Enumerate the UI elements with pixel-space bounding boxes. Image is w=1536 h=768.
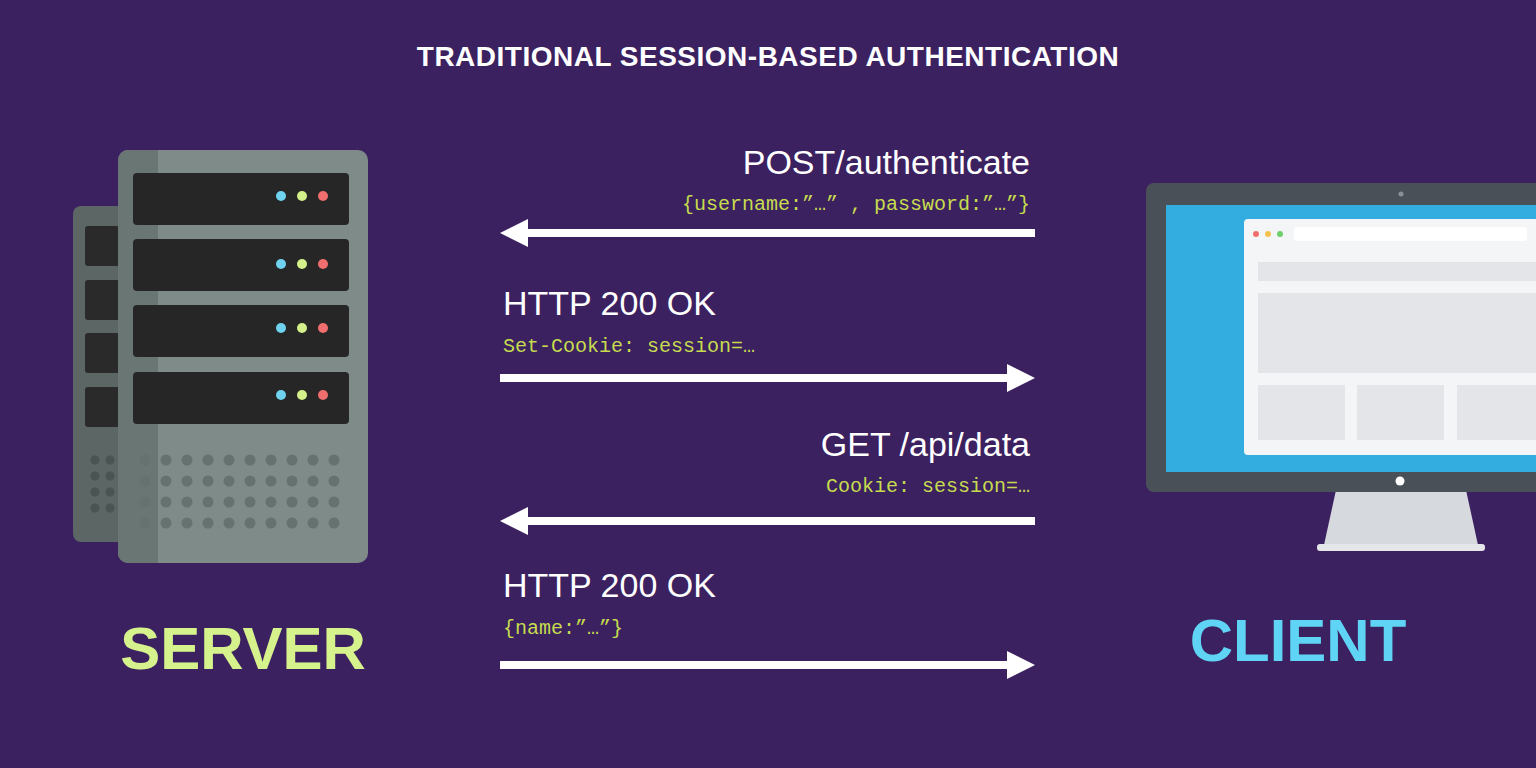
arrow-head xyxy=(500,507,528,535)
client-node: CLIENT xyxy=(1035,170,1536,710)
client-label: CLIENT xyxy=(1148,606,1448,675)
message-arrow xyxy=(500,219,1035,247)
message-label: HTTP 200 OK xyxy=(503,566,716,605)
payload-text: Cookie: session=… xyxy=(826,475,1030,498)
server-node: SERVER xyxy=(60,140,500,710)
browser-window xyxy=(1244,219,1536,455)
server-front-unit xyxy=(118,150,368,563)
arrow-line xyxy=(500,374,1009,382)
message-label: POST/authenticate xyxy=(743,143,1030,182)
payload-text: {username:”…” , password:”…”} xyxy=(682,193,1030,216)
payload-text: {name:”…”} xyxy=(503,617,623,640)
arrow-line xyxy=(526,229,1035,237)
arrow-head xyxy=(1007,651,1035,679)
diagram-title: TRADITIONAL SESSION-BASED AUTHENTICATION xyxy=(0,41,1536,73)
arrow-head xyxy=(1007,364,1035,392)
payload-text: Set-Cookie: session=… xyxy=(503,335,755,358)
message-arrow xyxy=(500,651,1035,679)
arrow-line xyxy=(500,661,1009,669)
message-arrow xyxy=(500,364,1035,392)
message-arrow xyxy=(500,507,1035,535)
monitor-body xyxy=(1146,183,1536,492)
message-label: HTTP 200 OK xyxy=(503,284,716,323)
arrow-line xyxy=(526,517,1035,525)
server-label: SERVER xyxy=(60,614,426,683)
arrow-head xyxy=(500,219,528,247)
monitor-stand xyxy=(1317,490,1485,551)
message-label: GET /api/data xyxy=(821,425,1030,464)
